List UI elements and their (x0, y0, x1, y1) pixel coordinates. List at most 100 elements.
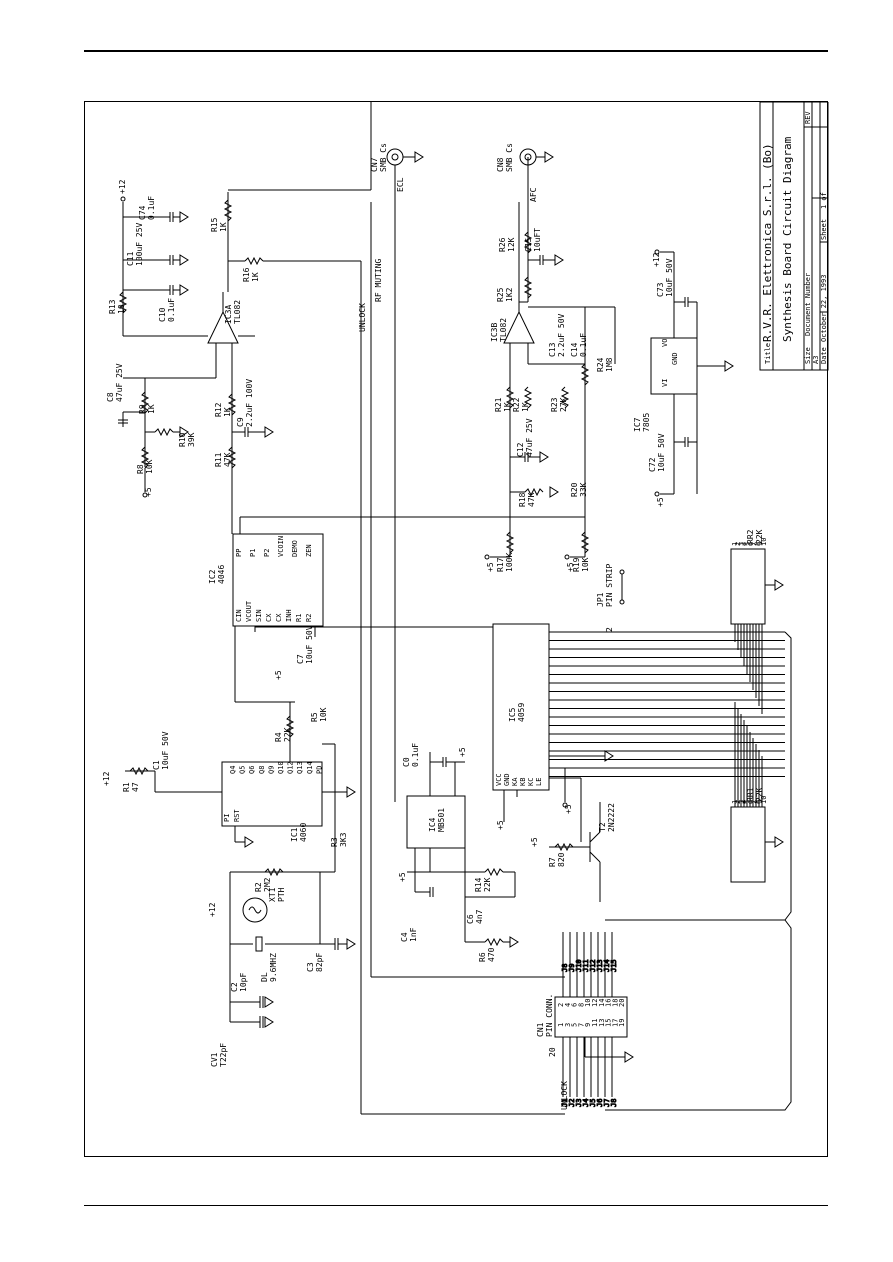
r23 (560, 386, 570, 409)
ic4-body (406, 795, 466, 849)
rr1-value: 22K (755, 787, 764, 802)
ic3b-ref: IC3B (490, 323, 499, 342)
r15 (223, 199, 233, 222)
ic3a-symbol (207, 310, 239, 344)
ic1-part: 4060 (299, 823, 308, 842)
cn1-pin-number: 9 (584, 1023, 592, 1027)
cn7-connector (386, 148, 404, 166)
cn1-pin-number: 20 (618, 999, 626, 1007)
passive-value: 1K (223, 407, 232, 417)
rr2-body (730, 548, 766, 625)
cn1-pin-number: 15 (605, 1019, 613, 1027)
r4 (285, 715, 295, 738)
cn1-net-label: J6 (596, 1099, 604, 1107)
ic2-4046 (231, 502, 585, 703)
passive-ref: C73 (656, 282, 665, 297)
cn1-pin-number: 17 (611, 1019, 619, 1027)
passive-value: 10uF 50V (665, 258, 674, 297)
passive-value: 2.2uF 100V (245, 379, 254, 427)
ic2-body (232, 533, 324, 627)
cn1-net-label: J14 (603, 959, 611, 972)
r19 (580, 531, 590, 554)
passive-value: 47K (527, 492, 536, 507)
docnum-caption: Document Number (804, 273, 812, 336)
rr2-pin-number: 1 (731, 542, 739, 546)
ic2-pin-label: SIN (255, 609, 263, 622)
cn1-net-label: J9 (568, 964, 576, 972)
passive-ref: R12 (214, 402, 223, 417)
jp1-pins: 2 (605, 627, 614, 632)
rr2-pin-number: 8 (753, 542, 761, 546)
cn1-pin-number: 6 (571, 1003, 579, 1007)
passive-ref: R25 (496, 287, 505, 302)
passive-value: 10K (319, 707, 328, 722)
size-value: A3 (812, 356, 820, 364)
ic2-pin-label: R2 (305, 614, 313, 622)
passive-value: 470 (487, 947, 496, 962)
passive-ref: C6 (466, 914, 475, 924)
ic4-mb501 (406, 752, 519, 948)
ic3b-symbol (503, 310, 535, 344)
passive-value: 2.2uF 50V (557, 313, 566, 357)
ic1-pin-label: Q10 (277, 761, 285, 774)
ic5-pin-label: VCC (495, 773, 503, 786)
r13 (118, 291, 128, 314)
ic3b-section (484, 148, 616, 560)
control-wires (360, 148, 565, 1115)
passive-ref: R6 (478, 952, 487, 962)
rr2-pin-number: 7 (750, 542, 758, 546)
supply-p12-d: +12 (652, 252, 661, 267)
cv1-value: T22pF (219, 1043, 228, 1067)
ecl-label: ECL (396, 177, 405, 192)
passive-value: 47uF 25V (115, 363, 124, 402)
r7 (554, 842, 574, 852)
rf-muting-label: RF MUTING (374, 258, 383, 302)
passive-ref: R7 (548, 857, 557, 867)
ic1-pin-label: Q4 (229, 766, 237, 774)
rr1-pin-number: 10 (760, 796, 768, 804)
passive-ref: C0 (402, 757, 411, 767)
cn1-net-label: J12 (589, 959, 597, 972)
passive-ref: R8 (136, 464, 145, 474)
r16 (244, 256, 264, 266)
cn1-pin-number: 4 (564, 1003, 572, 1007)
ic5-pin-label: LE (535, 778, 543, 786)
cn1-net-label: J15 (610, 959, 618, 972)
rr1-pin-number: 4 (741, 800, 749, 804)
cn1-pin-number: 2 (557, 1003, 565, 1007)
ic5-pin-label: KA (511, 777, 519, 786)
passive-value: 22K (483, 877, 492, 892)
passive-ref: C15 (524, 237, 533, 252)
supply-p5-c: +5 (398, 872, 407, 882)
r18 (524, 487, 544, 497)
passive-ref: C74 (138, 205, 147, 220)
ic2-pin-label: CX (275, 613, 283, 622)
passive-ref: R20 (570, 482, 579, 497)
ic7-ref: IC7 (633, 417, 642, 432)
r9 (140, 391, 150, 414)
supply-p5-d: +5 (458, 747, 467, 757)
ic7-pin-out: VO (661, 339, 669, 347)
cn1-pin-number: 3 (564, 1023, 572, 1027)
cn1-net-label: J13 (596, 959, 604, 972)
passive-ref: R26 (498, 237, 507, 252)
dl-ref: DL (260, 972, 269, 982)
afc-label: AFC (529, 187, 538, 202)
rr1-pin-number: 7 (750, 800, 758, 804)
dl-crystal (255, 936, 263, 952)
xt1-symbol (242, 897, 268, 923)
r10 (154, 427, 174, 437)
ic2-part: 4046 (217, 565, 226, 584)
jp1-ref: JP1 (596, 592, 605, 607)
ic7-part: 7805 (642, 413, 651, 432)
ic1-pin-label: PI (223, 814, 231, 822)
rr1-pin-number: 5 (744, 800, 752, 804)
passive-ref: R1 (122, 782, 131, 792)
passive-ref: R9 (138, 404, 147, 414)
oscillator (125, 766, 356, 1028)
passive-value: 0.1uF (147, 196, 156, 220)
ic3a-part: TL082 (233, 300, 242, 324)
rr2-pin-number: 9 (757, 542, 765, 546)
loop-filter (227, 364, 274, 532)
supply-p12-c: +12 (208, 902, 217, 917)
